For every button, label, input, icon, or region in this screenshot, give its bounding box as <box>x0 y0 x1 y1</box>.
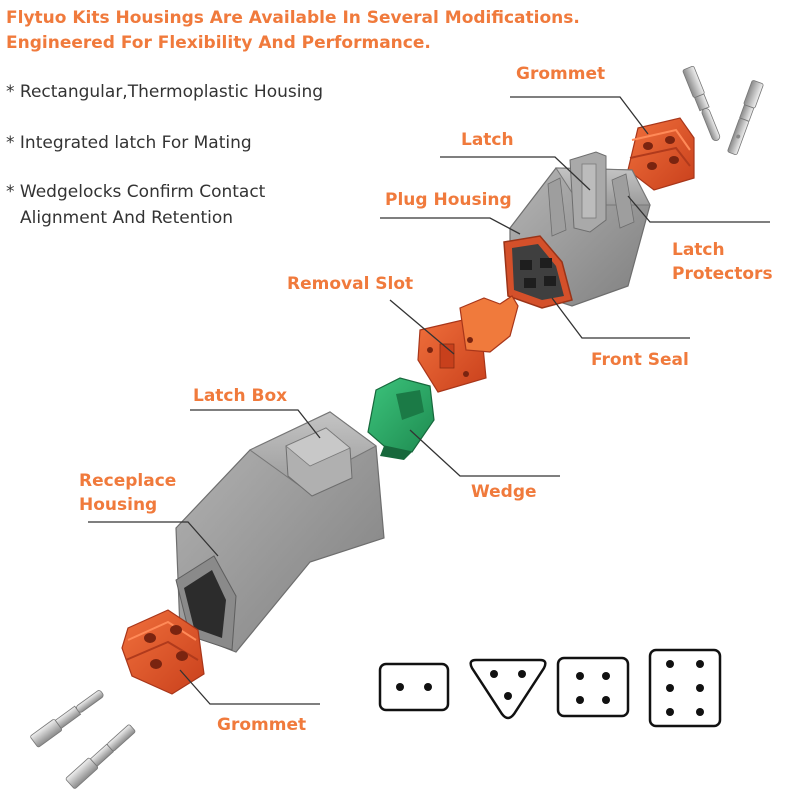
receptacle-housing <box>175 411 385 653</box>
pin-layout-2-pin-icon <box>378 662 450 712</box>
orange-wedgelock <box>417 295 519 393</box>
contact-pin-top-right <box>727 80 764 155</box>
green-wedge <box>367 377 435 460</box>
feature-2: * Integrated latch For Mating <box>6 133 252 153</box>
label-grommet-bottom: Grommet <box>217 715 307 735</box>
leader-latch-protectors <box>627 195 770 223</box>
label-wedge: Wedge <box>471 482 537 502</box>
leader-lines <box>88 96 770 705</box>
leader-removal-slot <box>389 299 455 355</box>
label-latch: Latch <box>461 130 514 150</box>
label-receptacle-housing-line-1: Receplace <box>79 471 177 491</box>
label-latch-protectors-line-1: Latch <box>672 240 725 260</box>
feature-1: * Rectangular,Thermoplastic Housing <box>6 82 324 102</box>
pin-layout-6-pin-icon <box>648 648 722 728</box>
label-receptacle-housing-line-2: Housing <box>79 495 158 515</box>
contact-pin-top-left <box>682 65 721 142</box>
label-latch-box: Latch Box <box>193 386 288 406</box>
contact-pin-bottom-upper <box>30 690 104 748</box>
headline-line-2: Engineered For Flexibility And Performan… <box>6 33 431 53</box>
leader-receptacle-housing <box>88 521 219 557</box>
contact-pin-bottom-lower <box>65 724 136 789</box>
label-latch-protectors-line-2: Protectors <box>672 264 773 284</box>
feature-3: * Wedgelocks Confirm Contact <box>6 182 266 202</box>
headline-line-1: Flytuo Kits Housings Are Available In Se… <box>6 8 580 28</box>
pin-layout-3-pin-icon <box>469 658 547 720</box>
pin-layout-4-pin-icon <box>556 656 630 718</box>
leader-wedge <box>409 429 560 477</box>
label-removal-slot: Removal Slot <box>287 274 414 294</box>
leader-grommet-top <box>510 96 649 135</box>
label-grommet-top: Grommet <box>516 64 606 84</box>
label-front-seal: Front Seal <box>591 350 689 370</box>
grommet-top <box>627 117 695 191</box>
leader-grommet-bottom <box>179 669 320 705</box>
front-seal <box>503 235 573 309</box>
leader-front-seal <box>551 297 690 339</box>
leader-latch <box>440 156 591 191</box>
leader-latch-box <box>190 409 321 439</box>
leader-plug-housing <box>380 217 521 235</box>
label-plug-housing: Plug Housing <box>385 190 512 210</box>
feature-3-continued: Alignment And Retention <box>20 208 234 228</box>
